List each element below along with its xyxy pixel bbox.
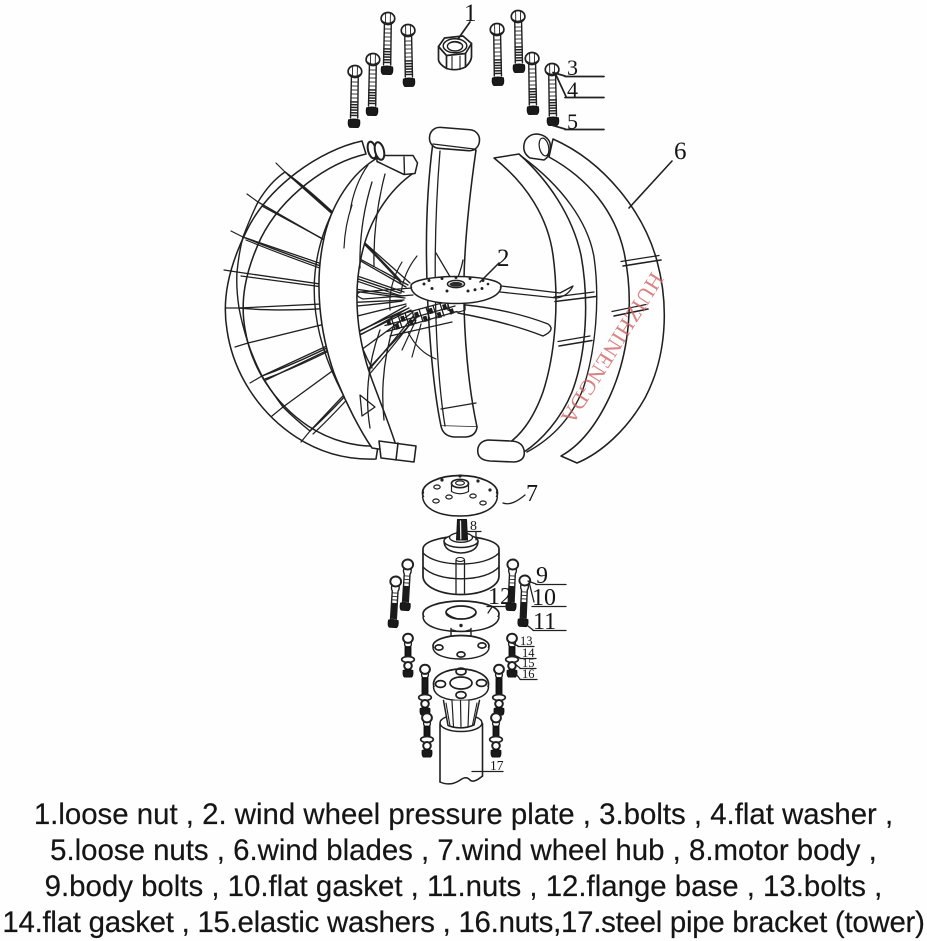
svg-text:17: 17	[490, 758, 504, 773]
svg-text:3: 3	[567, 55, 578, 80]
svg-text:1: 1	[464, 0, 477, 27]
svg-text:12: 12	[488, 584, 512, 610]
svg-text:13: 13	[520, 634, 533, 648]
svg-text:7: 7	[526, 481, 538, 507]
svg-text:6: 6	[674, 138, 687, 165]
svg-text:2: 2	[497, 245, 510, 272]
svg-text:5: 5	[567, 109, 578, 134]
svg-text:15: 15	[522, 656, 535, 670]
svg-text:9: 9	[536, 563, 548, 589]
svg-text:14: 14	[522, 646, 535, 660]
svg-text:11: 11	[533, 609, 556, 635]
svg-text:16: 16	[522, 667, 535, 681]
svg-text:8: 8	[470, 519, 477, 534]
svg-text:4: 4	[567, 77, 578, 102]
